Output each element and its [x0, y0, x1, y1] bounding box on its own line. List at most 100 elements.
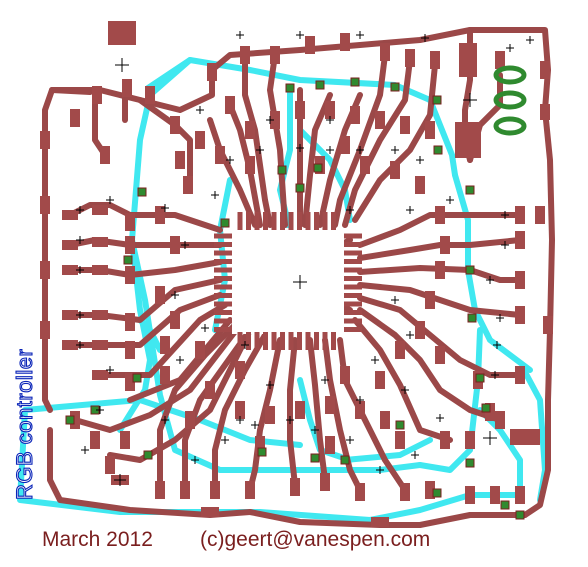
smd-pad: [92, 205, 108, 215]
ic-pin-left: [214, 250, 232, 256]
via: [481, 403, 491, 413]
ic-pin-left: [214, 284, 232, 290]
ic-pin-left: [214, 327, 232, 332]
pad-marker: [191, 456, 199, 464]
pad-marker: [406, 331, 414, 339]
ic-pin-bottom: [254, 332, 260, 350]
smd-pad: [515, 271, 525, 289]
smd-pad: [180, 481, 190, 499]
ic-pin-bottom: [297, 332, 302, 350]
smd-pad: [515, 486, 525, 504]
copper-trace: [247, 509, 528, 528]
connector-pin: [493, 116, 527, 136]
pad-marker: [236, 31, 244, 39]
ic-pin-left: [214, 267, 232, 273]
copper-trace: [157, 322, 238, 493]
pad-marker: [311, 426, 319, 434]
pad-marker: [406, 206, 414, 214]
smd-pad: [440, 236, 450, 254]
via: [137, 187, 147, 197]
copper-trace: [207, 117, 258, 228]
pad-marker: [376, 466, 384, 474]
copper-trace: [137, 97, 193, 188]
via: [432, 95, 442, 105]
smd-pad: [415, 321, 425, 339]
top-layer-trace: [137, 317, 163, 353]
pad-marker: [171, 291, 179, 299]
copper-trace: [227, 102, 263, 228]
smd-pad: [375, 111, 385, 129]
via: [350, 77, 360, 87]
smd-pad: [415, 176, 425, 194]
smd-pad: [325, 396, 335, 414]
smd-pad: [245, 156, 255, 174]
pad-marker: [181, 241, 189, 249]
pad-marker: [176, 356, 184, 364]
ic-pin-bottom: [322, 332, 328, 350]
smd-pad: [325, 101, 335, 119]
smd-pad: [515, 231, 525, 249]
smd-pad: [185, 411, 195, 429]
pad-marker: [436, 414, 444, 422]
smd-pad: [390, 161, 400, 179]
pad-marker: [326, 146, 334, 154]
smd-pad: [62, 240, 78, 250]
pad-marker: [226, 156, 234, 164]
vias: [65, 77, 525, 520]
via: [475, 373, 485, 383]
smd-pad: [92, 237, 108, 247]
smd-pad: [122, 79, 132, 97]
smd-pad: [62, 310, 78, 320]
smd-pad: [105, 456, 115, 474]
smd-pad: [92, 86, 102, 104]
copper-trace: [67, 202, 223, 233]
via: [313, 163, 323, 173]
smd-pad: [340, 366, 350, 384]
pad-marker: [356, 31, 364, 39]
top-layer-trace: [145, 57, 458, 178]
smd-pad: [205, 381, 215, 399]
copper-trace: [67, 277, 223, 323]
ic-pin-top: [314, 212, 319, 230]
board-title-label: RGB controller: [11, 348, 37, 500]
smd-pad: [240, 46, 250, 64]
smd-pad: [92, 265, 108, 275]
via: [65, 415, 75, 425]
smd-pad: [495, 411, 505, 429]
smd-pad: [225, 96, 235, 114]
ic-pin-bottom: [271, 332, 277, 350]
smd-pad: [125, 236, 135, 254]
pad-marker: [483, 431, 497, 445]
smd-pad: [320, 473, 330, 491]
center-ic: [214, 212, 362, 350]
pad-marker: [493, 341, 501, 349]
copper-trace: [522, 397, 551, 518]
ic-pin-bottom: [246, 332, 251, 350]
smd-pad: [425, 291, 435, 309]
smd-pad: [290, 478, 300, 496]
pad-marker: [296, 144, 304, 152]
copper-trace: [182, 327, 253, 493]
pad-marker: [251, 421, 259, 429]
ic-pin-bottom: [288, 332, 294, 350]
pad-marker: [346, 206, 354, 214]
connector-pin: [493, 90, 527, 110]
smd-pad: [40, 261, 50, 279]
smd-pad: [265, 406, 275, 424]
via: [515, 510, 525, 520]
via: [432, 488, 442, 498]
copper-trace: [342, 57, 413, 228]
copper-trace: [322, 337, 363, 493]
ic-pin-left: [214, 233, 232, 239]
smd-pad: [400, 116, 410, 134]
smd-pad: [380, 43, 390, 61]
ic-pin-left: [214, 310, 232, 315]
ic-pin-left: [214, 242, 232, 247]
via: [433, 145, 443, 155]
smd-pad: [465, 486, 475, 504]
pad-marker: [506, 44, 514, 52]
smd-pad: [125, 313, 135, 331]
smd-pad: [40, 131, 50, 149]
ic-pin-right: [344, 276, 362, 281]
ic-pin-right: [344, 318, 362, 324]
